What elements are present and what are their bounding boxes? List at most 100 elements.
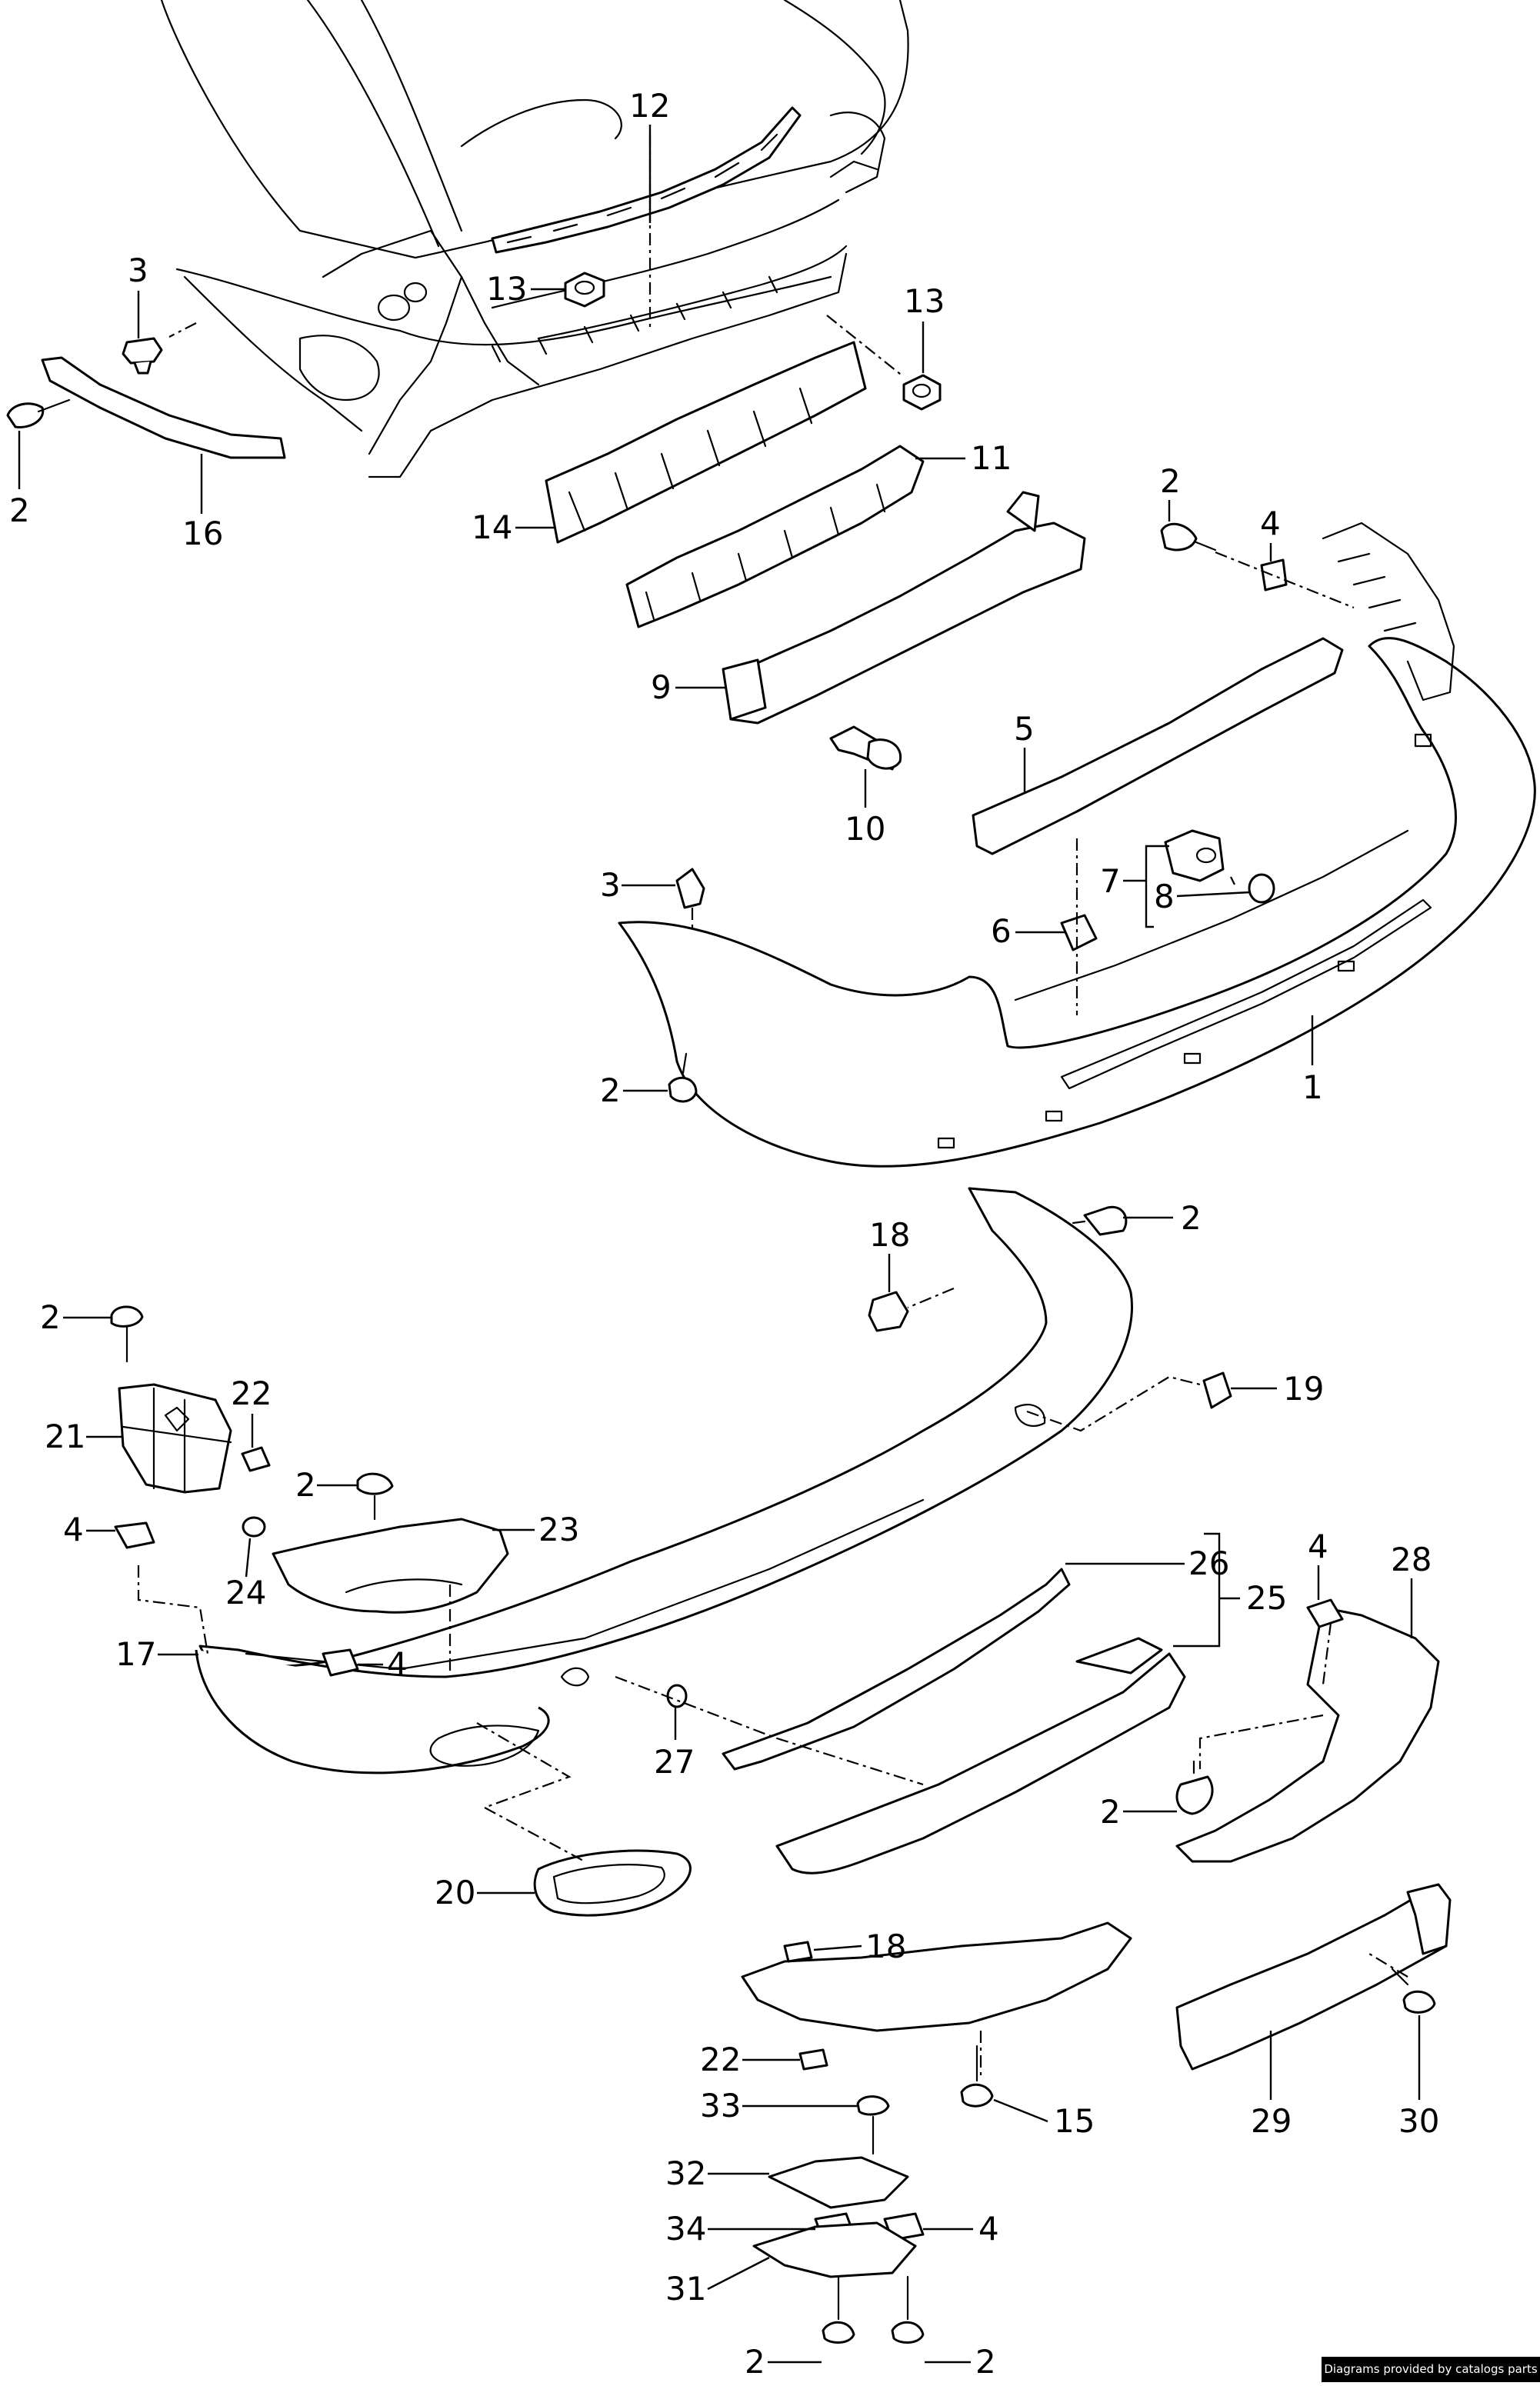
callout-14: 14 [472, 508, 512, 546]
clip-4-right [1306, 1598, 1344, 1628]
callout-13-right: 13 [904, 282, 945, 320]
callout-5: 5 [1014, 710, 1035, 748]
clip-18-upper [868, 1291, 909, 1332]
part-17-lower-panel [195, 1187, 1133, 1775]
callout-24: 24 [225, 1574, 266, 1611]
callout-2-upper-right: 2 [1160, 462, 1181, 500]
callout-3-middle: 3 [600, 866, 621, 904]
part-28-lower-panel [1175, 1606, 1440, 1863]
callout-32: 32 [665, 2154, 706, 2192]
part-5-strip [972, 637, 1344, 855]
callout-2-upper-left: 2 [9, 492, 30, 529]
callout-34: 34 [665, 2210, 706, 2248]
callout-11: 11 [971, 439, 1012, 477]
clip-4-left [114, 1521, 155, 1549]
nut-13-right [902, 374, 942, 411]
callout-10: 10 [845, 810, 885, 848]
part-9-bumper-carrier [722, 491, 1086, 725]
screw-15 [960, 2044, 994, 2108]
callout-2-trim: 2 [295, 1466, 316, 1504]
screw-2-right [1175, 1760, 1214, 1815]
callout-15: 15 [1054, 2102, 1095, 2140]
clip-3-upper-left [122, 337, 163, 375]
cap-19 [1202, 1371, 1232, 1409]
callout-26: 26 [1188, 1545, 1229, 1582]
callout-4-upper: 4 [1260, 505, 1281, 542]
clip-4-upper [1260, 558, 1288, 592]
part-8-ring [1248, 873, 1275, 904]
screw-2-trim [356, 1472, 394, 1521]
callout-17: 17 [115, 1635, 156, 1673]
screw-2-bottom-left [822, 2275, 855, 2344]
screw-30 [1391, 1968, 1436, 2014]
assembly-lines [137, 135, 1408, 2077]
callout-25: 25 [1246, 1579, 1287, 1617]
clip-22-left [241, 1446, 271, 1472]
screw-33 [856, 2095, 890, 2155]
callout-29: 29 [1251, 2102, 1292, 2140]
callout-9: 9 [651, 668, 672, 706]
callout-33: 33 [700, 2087, 741, 2124]
callout-31: 31 [665, 2270, 706, 2308]
part-31-plate [752, 2221, 917, 2278]
callout-2-right: 2 [1100, 1793, 1121, 1831]
callout-28: 28 [1391, 1541, 1432, 1578]
callout-27: 27 [654, 1743, 695, 1781]
callout-23: 23 [538, 1511, 579, 1548]
part-29-bracket [1175, 1883, 1452, 2071]
callout-18-upper: 18 [869, 1216, 910, 1254]
callout-4-bottom: 4 [978, 2210, 999, 2248]
callout-18-lower: 18 [865, 1928, 906, 1965]
part-11-bracket-rail [625, 445, 925, 628]
callout-21: 21 [45, 1418, 85, 1455]
clip-3-middle [675, 868, 705, 909]
part-12-upper-rail [491, 106, 802, 254]
callout-22-lower: 22 [700, 2041, 741, 2078]
callout-4-left: 4 [63, 1511, 84, 1548]
clip-6 [1060, 914, 1098, 951]
callout-12: 12 [629, 87, 670, 125]
vehicle-body-outline [160, 0, 909, 478]
screw-2-lower-upper [1072, 1205, 1128, 1236]
callout-3-upper: 3 [128, 252, 148, 289]
part-32-plate [768, 2156, 909, 2209]
screw-2-upper-right [1160, 522, 1217, 552]
ring-24 [242, 1516, 266, 1538]
part-21-bracket [118, 1383, 232, 1494]
callout-2-bottom-left: 2 [745, 2343, 765, 2381]
part-7-sensor [1164, 829, 1225, 882]
callout-8: 8 [1154, 878, 1175, 915]
screw-2-middle-left [668, 1052, 698, 1103]
part-14-energy-absorber [545, 341, 867, 544]
callout-20: 20 [435, 1874, 475, 1911]
screw-2-bottom-right [891, 2275, 925, 2344]
nut-13-left [564, 272, 605, 308]
clip-22-lower [798, 2048, 828, 2071]
callout-30: 30 [1398, 2102, 1439, 2140]
clip-4-trim [322, 1648, 359, 1677]
callout-labels: 12 13 13 3 2 16 11 14 2 4 9 10 5 7 8 6 [9, 87, 1439, 2381]
callout-7: 7 [1100, 862, 1121, 900]
callout-2-middle-left: 2 [600, 1071, 621, 1109]
callout-2-lower-left: 2 [40, 1298, 61, 1336]
callout-4-right: 4 [1308, 1528, 1328, 1565]
callout-13-left: 13 [486, 270, 527, 308]
credit-label: Diagrams provided by catalogs parts [1322, 2357, 1540, 2382]
part-23-trim [272, 1518, 509, 1614]
callout-19: 19 [1283, 1370, 1324, 1408]
clip-27 [666, 1684, 688, 1708]
callout-1: 1 [1302, 1068, 1323, 1106]
screw-2-lower-left [110, 1305, 144, 1363]
callout-4-trim: 4 [387, 1645, 408, 1683]
part-15-lower-spoiler [741, 1921, 1132, 2032]
clip-18-lower [783, 1941, 813, 1963]
part-20-exhaust-trim [533, 1849, 692, 1917]
callout-16: 16 [182, 515, 223, 552]
part-25-diffuser [775, 1637, 1186, 1874]
part-1-bumper-cover [618, 522, 1536, 1168]
screw-2-upper-left [6, 398, 71, 428]
callout-6: 6 [991, 912, 1012, 950]
callout-22-left: 22 [231, 1375, 272, 1412]
part-26-strip [722, 1568, 1071, 1771]
